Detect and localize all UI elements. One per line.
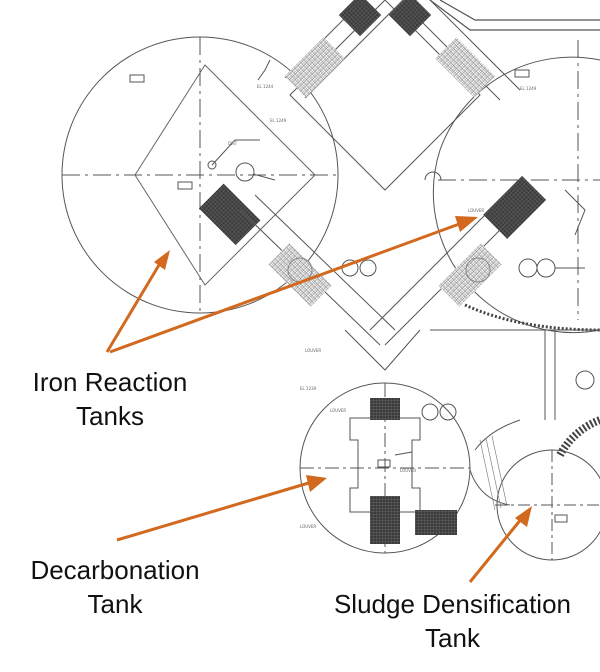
iron-reaction-label-line1: Iron Reaction bbox=[32, 367, 188, 397]
svg-text:LOUVER: LOUVER bbox=[305, 348, 321, 353]
svg-text:LOUVER: LOUVER bbox=[468, 208, 484, 213]
iron-reaction-label-line2: Tanks bbox=[76, 401, 144, 431]
svg-text:DIST: DIST bbox=[228, 141, 238, 146]
sludge-densification-label-line2: Tank bbox=[425, 623, 480, 653]
diamond-walkway bbox=[239, 0, 600, 420]
sludge-densification-tank bbox=[469, 416, 600, 561]
decarbonation-tank-label: Decarbonation Tank bbox=[10, 553, 220, 621]
svg-text:EL 1239: EL 1239 bbox=[300, 386, 317, 391]
iron-reaction-tanks-label: Iron Reaction Tanks bbox=[10, 365, 210, 433]
iron-reaction-arrow-right bbox=[109, 216, 478, 354]
svg-text:LOUVER: LOUVER bbox=[300, 524, 316, 529]
decarbonation-label-line1: Decarbonation bbox=[30, 555, 200, 585]
drawing-linework: EL 1244 EL 1249 DIST EL 1249 LOUVER bbox=[61, 0, 600, 561]
sludge-densification-tank-label: Sludge Densification Tank bbox=[315, 587, 590, 655]
svg-text:LOUVER: LOUVER bbox=[330, 408, 346, 413]
sludge-densification-arrow bbox=[468, 506, 532, 583]
decarbonation-arrow bbox=[116, 475, 327, 542]
decarbonation-tank: EL 1239 LOUVER LOUVER LOUVER LOUVER bbox=[299, 329, 471, 554]
callout-arrows bbox=[105, 216, 532, 583]
svg-text:EL 1244: EL 1244 bbox=[257, 84, 274, 89]
iron-reaction-arrow-left bbox=[105, 250, 170, 353]
svg-text:EL 1249: EL 1249 bbox=[520, 86, 537, 91]
sludge-densification-label-line1: Sludge Densification bbox=[333, 589, 572, 619]
decarbonation-label-line2: Tank bbox=[87, 589, 143, 619]
svg-text:EL 1249: EL 1249 bbox=[270, 118, 287, 123]
svg-text:LOUVER: LOUVER bbox=[400, 468, 416, 473]
left-iron-reaction-tank: EL 1244 EL 1249 DIST bbox=[61, 36, 339, 314]
